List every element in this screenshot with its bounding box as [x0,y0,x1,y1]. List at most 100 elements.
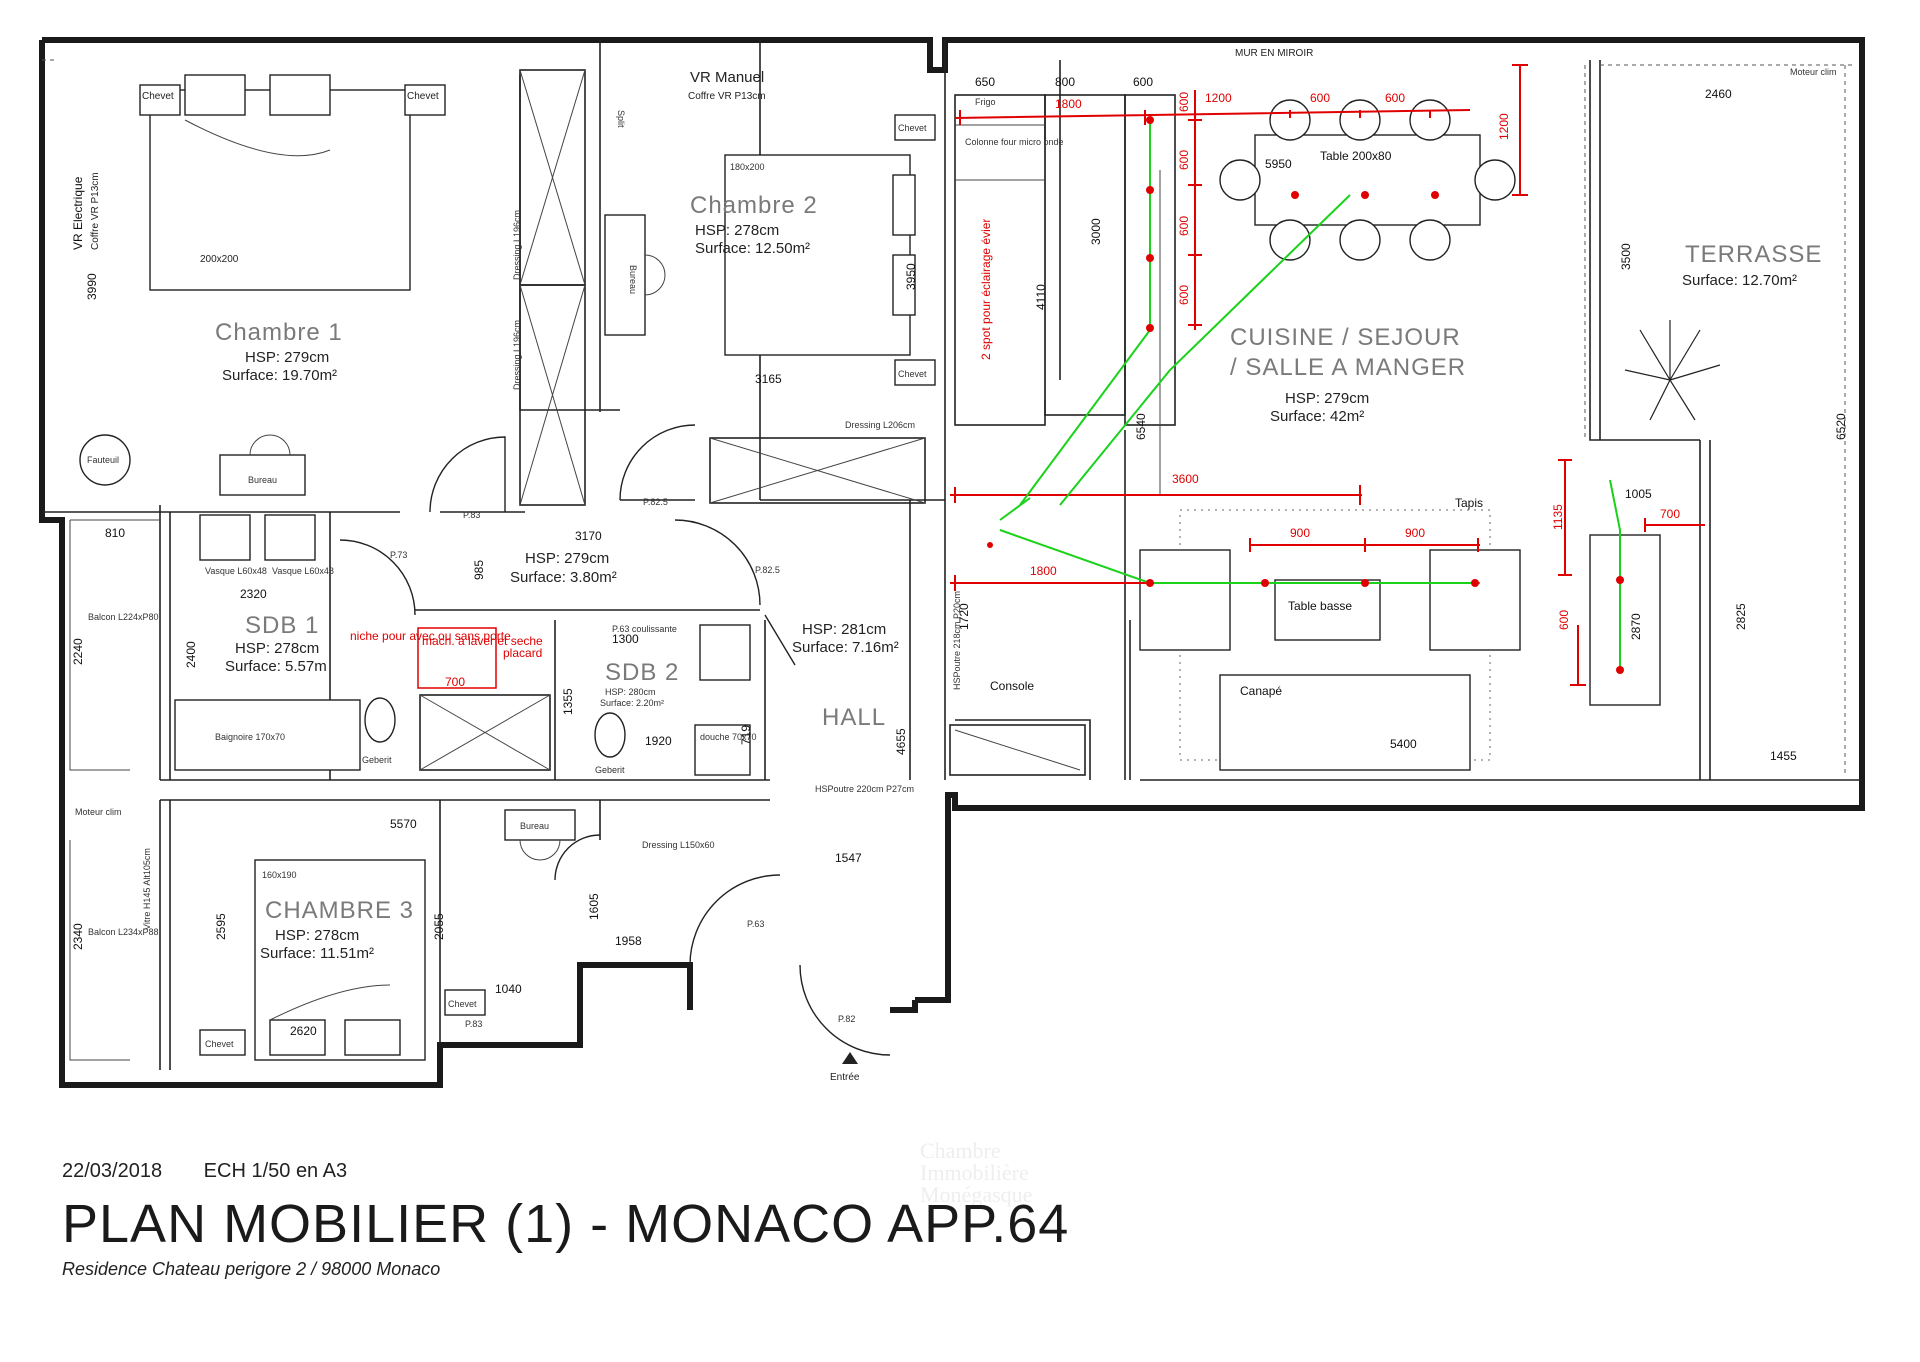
dim: 1040 [495,982,522,996]
annot-dim: 600 [1177,285,1191,305]
spot-light-icon [1146,186,1154,194]
hsp-poutre-label: HSPoutre 218cm P20cm [952,591,962,690]
room-chambre1-hsp: HSP: 279cm [245,349,329,366]
fauteuil-label: Fauteuil [87,455,119,465]
geberit-label: Geberit [362,755,392,765]
watermark-line: Monégasque [920,1182,1033,1207]
chevet-label: Chevet [448,999,477,1009]
chevet-label: Chevet [205,1039,234,1049]
room-chambre2-name: Chambre 2 [690,192,818,219]
plant-icon [1624,320,1721,421]
doors [339,424,891,1056]
spot-light-icon [1431,191,1439,199]
dim: 1958 [615,934,642,948]
dim: 1355 [561,688,575,715]
red-annotations: 1800 1200 600 600 1200 600 600 600 600 3… [350,64,1705,689]
annot-dim: 700 [1660,507,1680,521]
spot-light-icon [1146,579,1154,587]
room-hall-surface: Surface: 7.16m² [792,639,899,656]
bed-size-label: 160x190 [262,870,297,880]
furniture: Chevet Chevet 200x200 Fauteuil Bureau 18… [79,74,1721,1061]
dim: 1547 [835,851,862,865]
dim: 2340 [71,923,85,950]
door-label: P.82.5 [755,565,780,575]
dim: 2055 [432,913,446,940]
dressing-label: Dressing L196cm [512,320,522,390]
misc-labels: MUR EN MIROIR VR Manuel Coffre VR P13cm … [71,48,1837,1083]
plan-title: PLAN MOBILIER (1) - MONACO APP.64 [62,1194,1070,1254]
console-label: Console [990,679,1034,693]
dim: 2460 [1705,87,1732,101]
watermark-line: Immobilière [920,1160,1029,1185]
annot-dim: 600 [1177,216,1191,236]
entree-label: Entrée [830,1072,860,1083]
room-couloir-hsp: HSP: 279cm [525,550,609,567]
bed-size-label: 200x200 [200,254,239,265]
canape [1219,674,1471,771]
room-sdb2-hsp: HSP: 280cm [605,687,656,697]
dim: 3165 [755,372,782,386]
dim: 2825 [1734,603,1748,630]
room-sdb1-hsp: HSP: 278cm [235,640,319,657]
door-label: P.82 [838,1014,855,1024]
dim: 3500 [1619,243,1633,270]
spot-light-icon [1616,576,1624,584]
dimensions: 650 800 600 2460 3990 3950 3165 3170 985… [71,75,1848,1038]
annot-dim: 1800 [1055,97,1082,111]
dim: 4655 [894,728,908,755]
door-label: P.83 [463,510,480,520]
colonne-label: Colonne four micro onde [965,137,1064,147]
dim: 2620 [290,1024,317,1038]
moteur-clim-label: Moteur clim [1790,67,1837,77]
annot-dim: 3600 [1172,472,1199,486]
annot-dim: 600 [1385,91,1405,105]
baignoire-label: Baignoire 170x70 [215,732,285,742]
room-sejour-name: CUISINE / SEJOUR [1230,324,1461,351]
date-line: 22/03/2018 ECH 1/50 en A3 [62,1160,1362,1183]
entree-arrow-icon [842,1052,858,1064]
dim: 985 [472,560,486,580]
room-couloir-surface: Surface: 3.80m² [510,569,617,586]
dim: 2240 [71,638,85,665]
bureau-label: Bureau [520,821,549,831]
niche-annotation: niche pour avec ou sans porte [350,629,511,643]
vitre-label: Vitre H145 Alt105cm [142,848,152,930]
vasque-label: Vasque L60x48 [205,566,267,576]
dim: 2595 [214,913,228,940]
chevet-label: Chevet [407,91,439,102]
plan-scale: ECH 1/50 en A3 [203,1160,348,1182]
bed-chambre2 [724,154,911,356]
room-chambre3-hsp: HSP: 278cm [275,927,359,944]
room-chambre1-surface: Surface: 19.70m² [222,367,337,384]
dim: 6540 [1134,413,1148,440]
bed-chambre1 [149,89,411,291]
annot-dim: 900 [1405,526,1425,540]
dim: 3950 [904,263,918,290]
dim: 2870 [1629,613,1643,640]
annot-dim: 1200 [1497,113,1511,140]
room-chambre1-name: Chambre 1 [215,319,343,346]
room-chambre3-name: CHAMBRE 3 [265,897,414,924]
room-sdb1-surface: Surface: 5.57m [225,658,327,675]
annot-dim: 1800 [1030,564,1057,578]
dim: 5400 [1390,737,1417,751]
chevet-label: Chevet [898,369,927,379]
dim: 6520 [1834,413,1848,440]
watermark-line: Chambre [920,1138,1001,1163]
table-basse-label: Table basse [1288,599,1352,613]
douche-label: douche 70x70 [700,732,757,742]
coffre-vr-label: Coffre VR P13cm [90,172,101,250]
room-chambre3-surface: Surface: 11.51m² [260,945,374,962]
dim: 4110 [1034,284,1048,310]
coffre-vr-label: Coffre VR P13cm [688,91,766,102]
geberit-label: Geberit [595,765,625,775]
spot-light-icon [1146,116,1154,124]
plan-subtitle: Residence Chateau perigore 2 / 98000 Mon… [62,1259,441,1279]
dressing-label: Dressing L196cm [512,210,522,280]
spot-light-icon [1471,579,1479,587]
dim: 1005 [1625,487,1652,501]
dim: 5570 [390,817,417,831]
balcon-label: Balcon L224xP80 [88,612,159,622]
vr-manuel-label: VR Manuel [690,69,764,86]
